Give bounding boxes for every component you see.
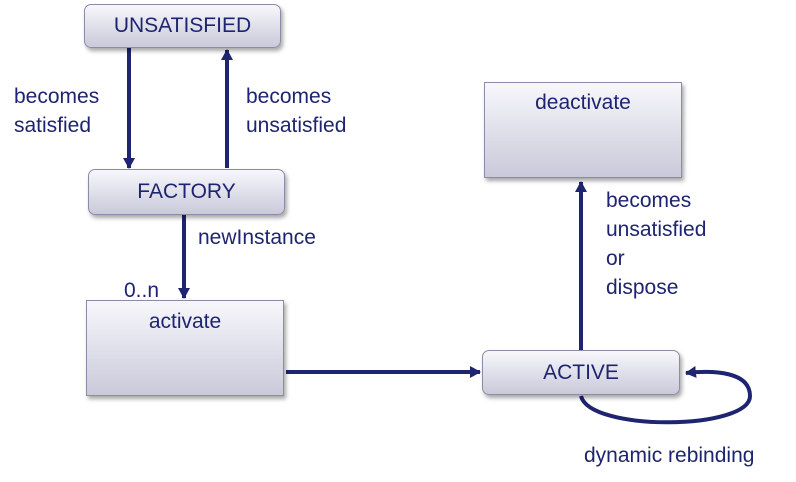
label-becomes-unsatisfied-line-2: unsatisfied xyxy=(246,114,347,137)
label-becomes-satisfied: becomes satisfied xyxy=(14,82,99,140)
state-unsatisfied-label: UNSATISFIED xyxy=(113,14,252,37)
state-activate: activate xyxy=(86,300,284,396)
state-unsatisfied: UNSATISFIED xyxy=(84,4,281,48)
label-becomes-unsatisfied: becomes unsatisfied xyxy=(246,82,346,140)
label-multiplicity: 0..n xyxy=(124,276,159,305)
state-factory: FACTORY xyxy=(88,169,285,215)
state-deactivate-label: deactivate xyxy=(535,91,631,114)
label-becomes-satisfied-line-1: becomes xyxy=(14,85,100,108)
arrow-dynamic-rebinding xyxy=(579,366,753,425)
state-deactivate: deactivate xyxy=(484,82,682,178)
state-factory-label: FACTORY xyxy=(137,180,236,203)
label-dynamic-rebinding: dynamic rebinding xyxy=(584,441,754,470)
label-new-instance-text: newInstance xyxy=(198,226,316,249)
label-becomes-unsatisfied-line-1: becomes xyxy=(246,85,332,108)
state-active-label: ACTIVE xyxy=(543,361,619,384)
label-dynamic-rebinding-text: dynamic rebinding xyxy=(584,444,755,467)
label-new-instance: newInstance xyxy=(198,223,316,252)
label-unsatisfied-or-dispose-line-1: becomes xyxy=(606,189,692,212)
label-becomes-satisfied-line-2: satisfied xyxy=(14,114,92,137)
label-unsatisfied-or-dispose-line-3: or xyxy=(606,247,625,270)
label-multiplicity-text: 0..n xyxy=(124,279,160,302)
state-active: ACTIVE xyxy=(482,350,680,395)
state-activate-label: activate xyxy=(148,310,222,333)
label-unsatisfied-or-dispose: becomes unsatisfied or dispose xyxy=(606,186,706,302)
label-unsatisfied-or-dispose-line-4: dispose xyxy=(606,276,679,299)
label-unsatisfied-or-dispose-line-2: unsatisfied xyxy=(606,218,707,241)
